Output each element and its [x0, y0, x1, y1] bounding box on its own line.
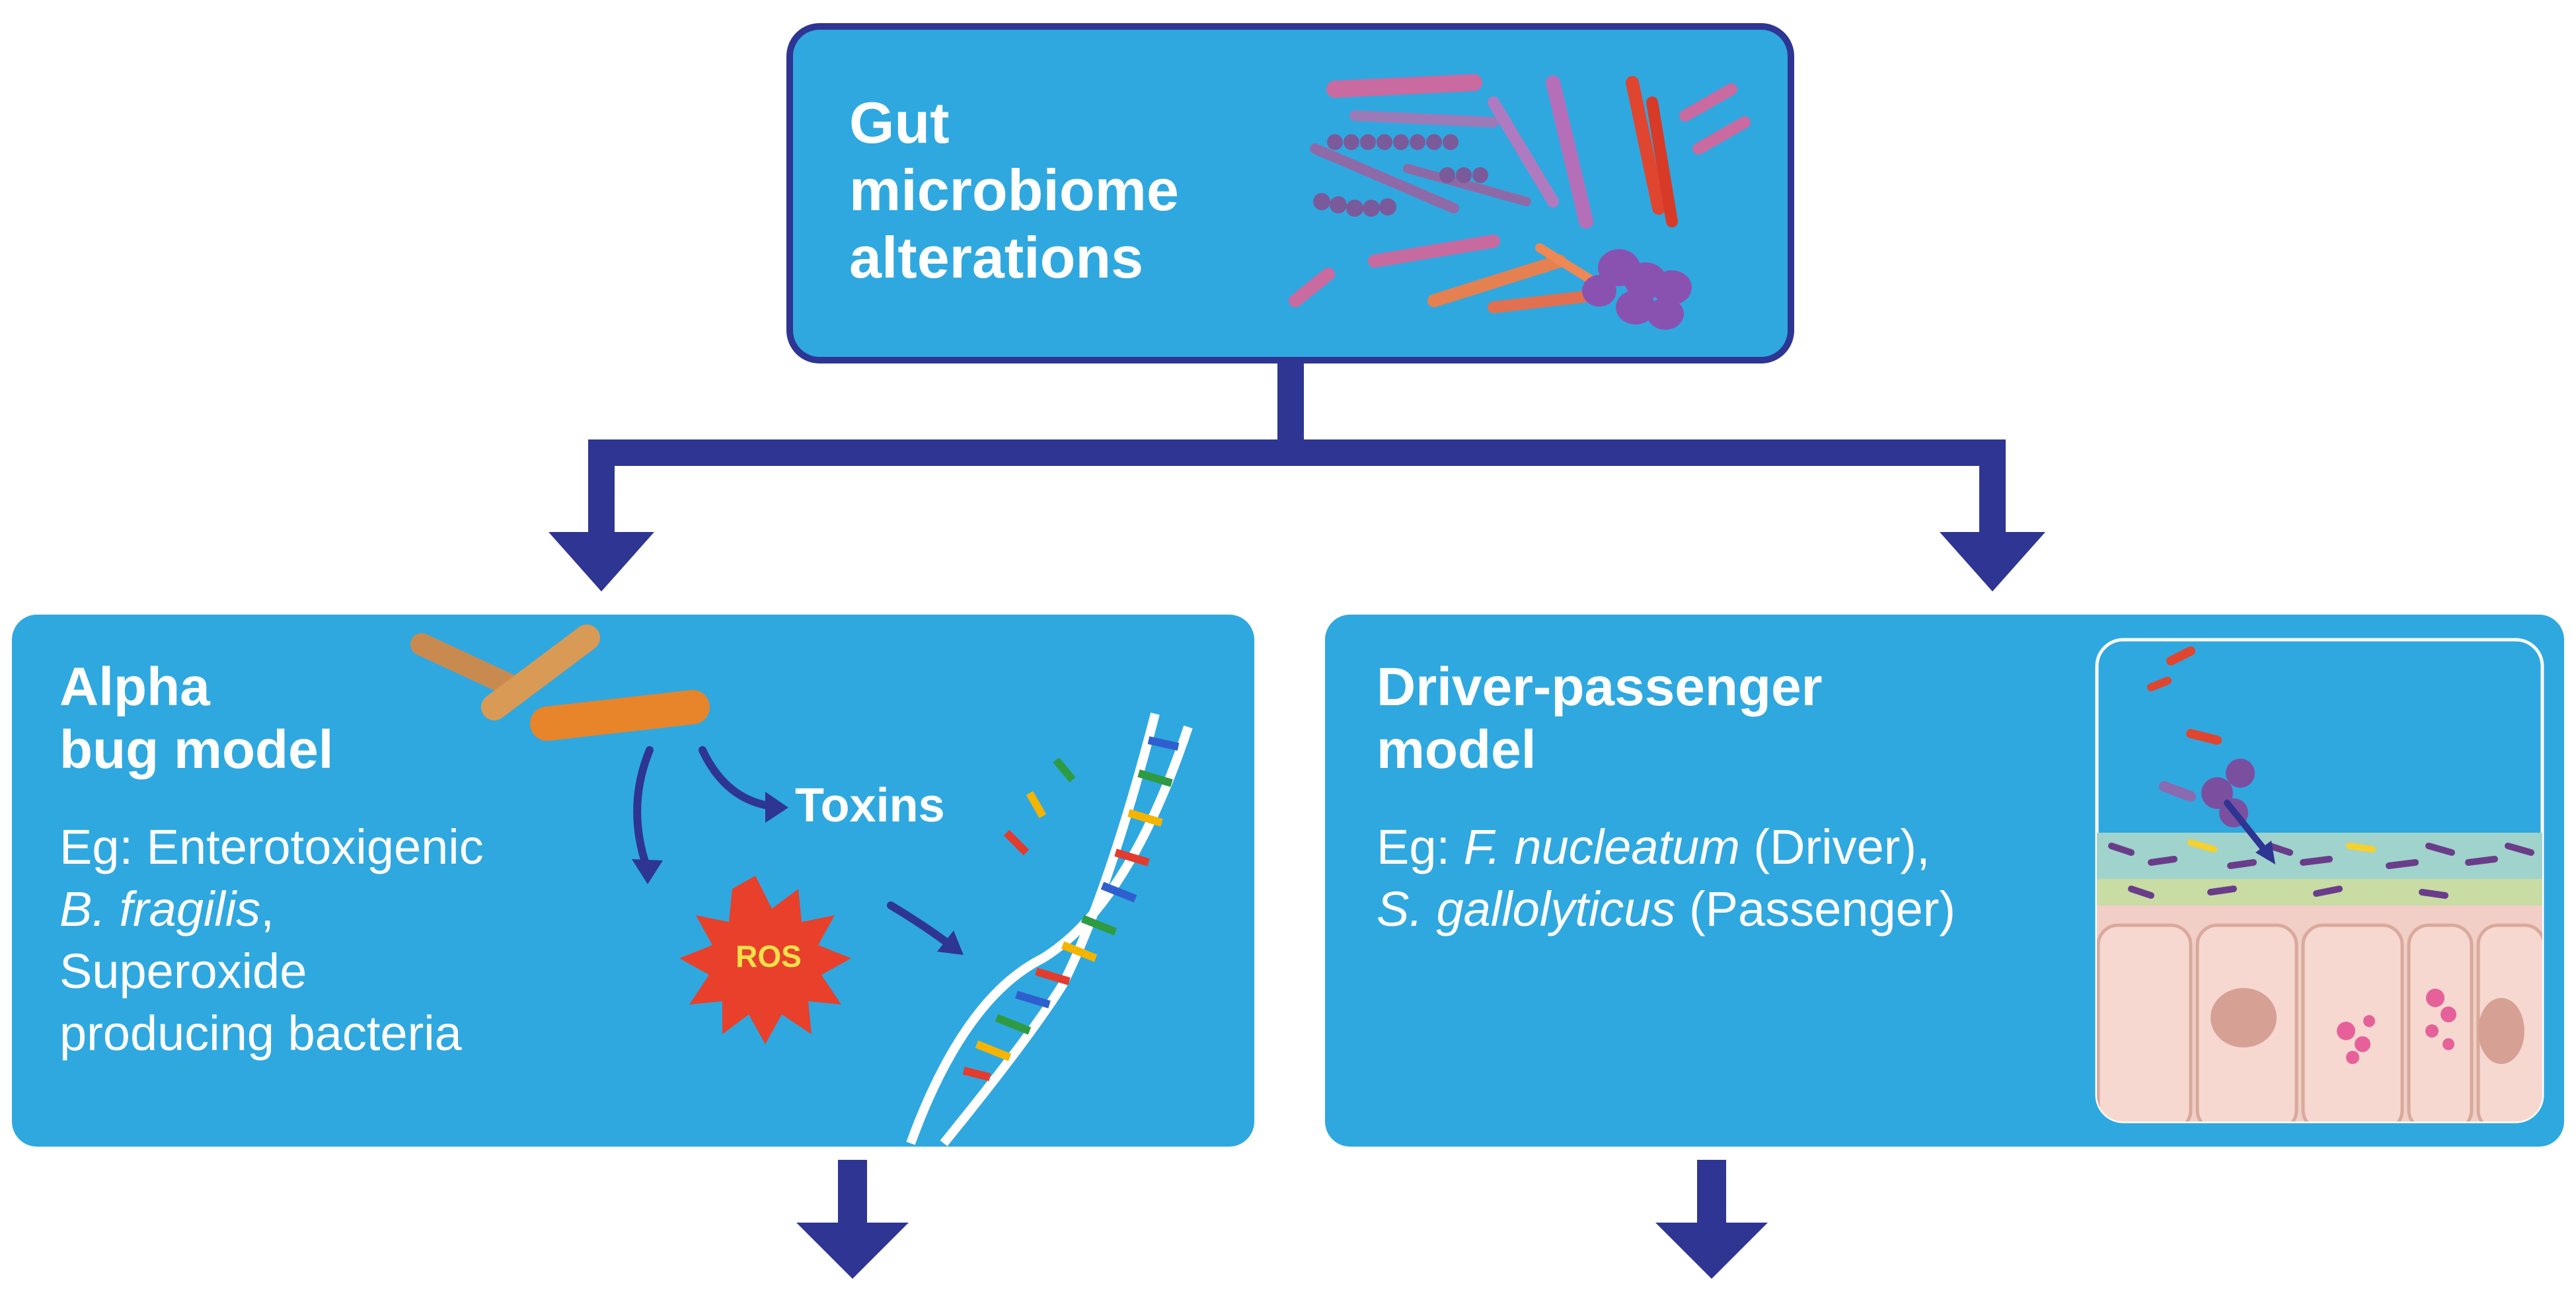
- connector-right-drop: [1979, 439, 2006, 535]
- arrow-right-head: [1940, 532, 2045, 591]
- dna-helix: [906, 712, 1193, 1147]
- driver-passenger-title: Driver-passenger model: [1377, 656, 1823, 781]
- driver-suffix: (Driver),: [1739, 819, 1930, 874]
- arrow-to-dna: [887, 901, 954, 949]
- arrow-to-toxins: [699, 746, 776, 810]
- alpha-bug-examples: Eg: Enterotoxigenic B. fragilis, Superox…: [59, 816, 484, 1065]
- title-line: alterations: [849, 225, 1144, 291]
- alpha-bug-illustration: [410, 625, 1193, 1147]
- title-line: bug model: [59, 720, 334, 780]
- title-line: Alpha: [59, 657, 210, 717]
- arrow-bottom-right-head: [1655, 1223, 1768, 1279]
- species-s-gallolyticus: S. gallolyticus: [1377, 881, 1676, 936]
- passenger-suffix: (Passenger): [1675, 881, 1956, 936]
- example-driver-line: Eg: F. nucleatum (Driver),: [1377, 816, 1955, 878]
- eg-prefix: Eg:: [1377, 819, 1464, 874]
- arrow-left-head: [549, 532, 654, 591]
- bacterium-rod: [410, 633, 525, 699]
- connector-stem: [1277, 363, 1304, 449]
- title-line: model: [1377, 720, 1536, 780]
- species-f-nucleatum: F. nucleatum: [1463, 819, 1740, 874]
- comma: ,: [260, 881, 274, 936]
- alpha-bug-model-box: Alpha bug model Eg: Enterotoxigenic B. f…: [12, 615, 1254, 1147]
- example-line-3: Superoxide: [59, 943, 307, 999]
- ros-burst: [679, 876, 851, 1044]
- connector-bar: [588, 439, 2006, 466]
- example-line-2: B. fragilis,: [59, 878, 484, 940]
- ros-label: ROS: [736, 939, 802, 973]
- bacteria-cluster-illustration: [1289, 74, 1751, 330]
- arrow-bottom-left-shaft: [838, 1160, 867, 1229]
- toxins-label: Toxins: [795, 779, 945, 832]
- species-b-fragilis: B. fragilis: [59, 881, 261, 936]
- alpha-bug-model-title: Alpha bug model: [59, 656, 334, 781]
- arrow-bottom-left-head: [796, 1223, 909, 1279]
- gut-microbiome-title: Gut microbiome alterations: [849, 89, 1179, 291]
- driver-passenger-model-box: Driver-passenger model Eg: F. nucleatum …: [1325, 615, 2564, 1147]
- connector-left-drop: [588, 439, 615, 535]
- title-line: microbiome: [849, 157, 1179, 223]
- arrow-bottom-right-shaft: [1697, 1160, 1726, 1229]
- bacterium-rod: [481, 625, 600, 720]
- driver-passenger-examples: Eg: F. nucleatum (Driver), S. gallolytic…: [1377, 816, 1955, 940]
- bacterium-rod: [530, 690, 710, 741]
- intestinal-epithelium-illustration: [2095, 638, 2544, 1123]
- arrow-to-ros: [633, 746, 654, 870]
- title-line: Driver-passenger: [1377, 657, 1823, 717]
- example-passenger-line: S. gallolyticus (Passenger): [1377, 878, 1955, 940]
- example-line-4: producing bacteria: [59, 1005, 462, 1061]
- title-line: Gut: [849, 90, 950, 155]
- example-line-1: Eg: Enterotoxigenic: [59, 819, 484, 874]
- gut-microbiome-box: Gut microbiome alterations: [786, 23, 1794, 363]
